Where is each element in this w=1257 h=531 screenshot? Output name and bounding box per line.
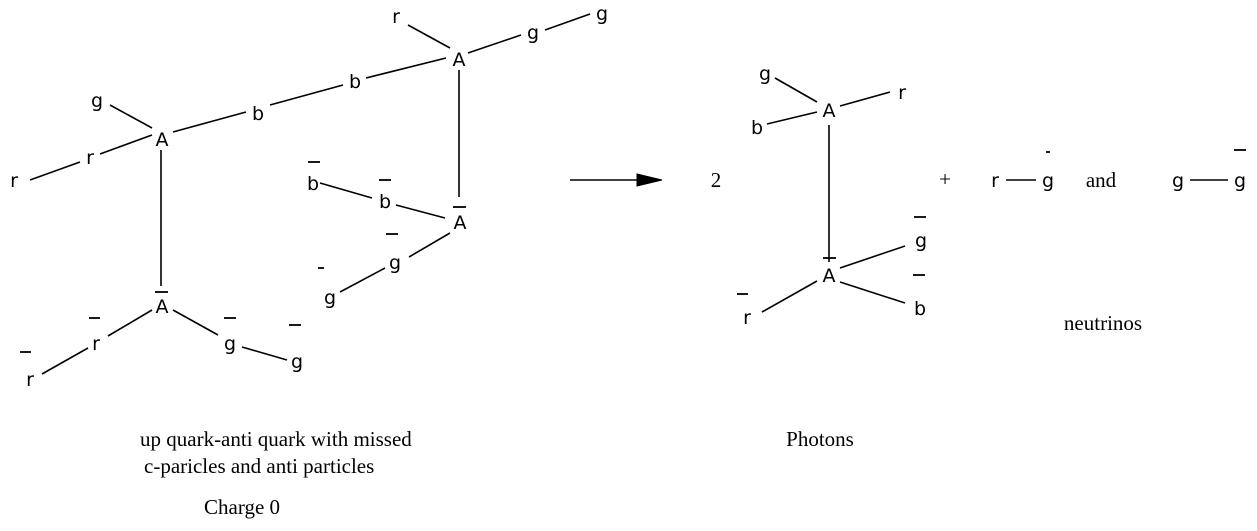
neutrino-1-right: g (1042, 170, 1054, 192)
bond-a4-r4 (107, 309, 153, 337)
bond-a1-b1 (172, 111, 247, 133)
atom-b1: b (751, 117, 763, 139)
photons-caption: Photons (786, 427, 854, 451)
atom-g1: g (759, 63, 771, 85)
bond-g1-a1 (774, 77, 818, 103)
atom-b2: b (349, 71, 361, 93)
bond-a2-r2 (761, 280, 818, 313)
bond-g4-g5 (339, 267, 386, 293)
reaction-arrow (570, 173, 663, 187)
bond-a3-g4 (408, 232, 451, 258)
atom-g2: g (915, 230, 927, 252)
neutrino-2-left: g (1172, 170, 1184, 192)
bond-g6-g7 (241, 346, 288, 361)
neutrinos-caption: neutrinos (1064, 311, 1142, 335)
reactant-caption-line1: up quark-anti quark with missed (140, 427, 412, 451)
atom-r1: r (898, 82, 906, 104)
bond-r2-a1 (99, 134, 153, 155)
neutrino-pair-1: r g (991, 151, 1054, 192)
atom-r1: r (10, 170, 18, 192)
atom-g6: g (224, 333, 236, 355)
bond-g1-a1 (109, 104, 153, 129)
atom-g5: g (324, 287, 336, 309)
bond-r3-a2 (407, 24, 451, 49)
bond-b2-a2 (365, 57, 447, 79)
atom-a2: A (823, 265, 836, 287)
bond-b4-a3 (395, 204, 446, 219)
neutrino-1-left: r (991, 170, 999, 192)
atom-r2: r (743, 307, 751, 329)
bond-r1-r2 (29, 161, 81, 181)
atom-b2: b (914, 298, 926, 320)
and-label: and (1086, 168, 1117, 192)
atom-a4: A (156, 296, 169, 318)
atom-r5: r (26, 369, 34, 391)
bond-a2-b2 (839, 281, 906, 304)
reactant-structure: A A A A r r g b b r g g b b g g r r g g (10, 3, 608, 391)
bond-a4-g6 (172, 309, 219, 336)
atom-b3: b (307, 173, 319, 195)
bond-b1-a1 (766, 111, 818, 125)
charge-label: Charge 0 (204, 495, 280, 519)
atom-a1: A (156, 129, 169, 151)
atom-r3: r (392, 6, 400, 28)
atom-g7: g (291, 351, 303, 373)
bond-r4-r5 (41, 347, 89, 375)
atom-g3: g (596, 3, 608, 25)
bond-b3-b4 (319, 182, 373, 199)
bond-a1-r1 (839, 91, 891, 107)
atom-r2: r (86, 147, 94, 169)
coefficient: 2 (711, 168, 722, 192)
photon-structure: g b A r A g b r (737, 63, 927, 329)
atom-g4: g (389, 252, 401, 274)
bond-a2-g2 (839, 245, 906, 269)
atom-b4: b (379, 191, 391, 213)
reactant-caption-line2: c-paricles and anti particles (144, 454, 374, 478)
bond-b1-b2 (269, 84, 344, 106)
atom-r4: r (92, 333, 100, 355)
atom-g2: g (527, 22, 539, 44)
neutrino-pair-2: g g (1172, 149, 1246, 192)
atom-a3: A (454, 212, 467, 234)
plus-sign: + (939, 167, 951, 191)
atom-a1: A (823, 100, 836, 122)
neutrino-2-right: g (1234, 170, 1246, 192)
atom-g1: g (91, 90, 103, 112)
atom-b1: b (252, 103, 264, 125)
atom-a2: A (453, 49, 466, 71)
bond-a2-g2 (467, 34, 522, 54)
bond-g2-g3 (544, 13, 591, 31)
